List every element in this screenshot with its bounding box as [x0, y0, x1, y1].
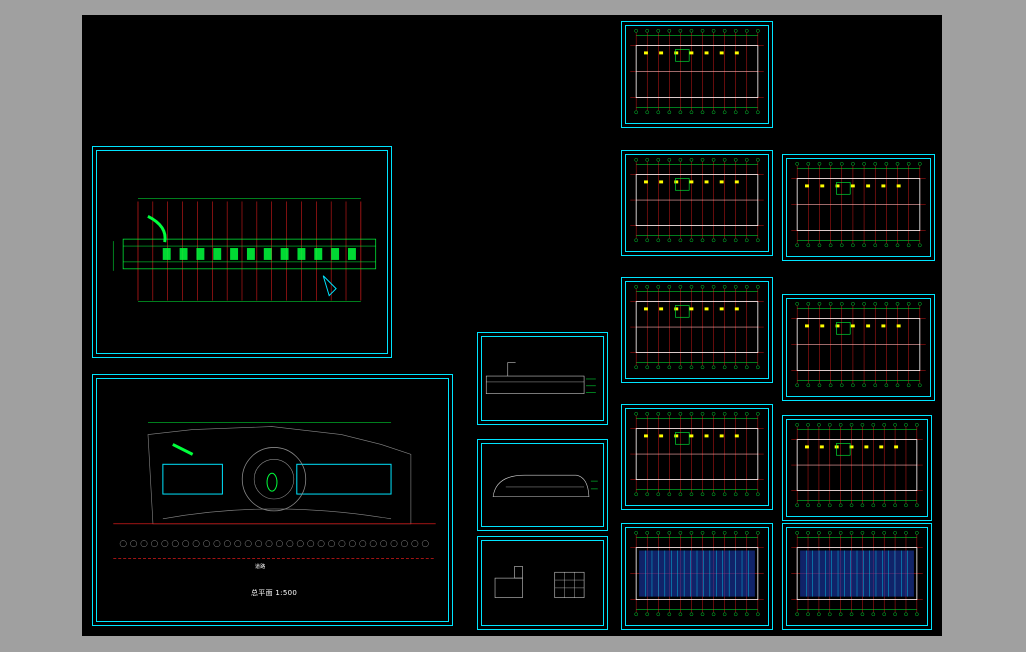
sheet-elevation-2[interactable]: [477, 439, 608, 531]
elevation-3-drawing: [494, 566, 585, 598]
sheet-plan-2[interactable]: [621, 150, 773, 256]
sheet-inner-frame: [96, 378, 449, 622]
elevation-1-drawing: [485, 362, 596, 394]
plan-8-drawing: [791, 423, 923, 508]
sheet-plan-5[interactable]: [621, 523, 773, 630]
sheet-site-plan[interactable]: 道路 总平面 1:500: [92, 374, 453, 626]
sheet-inner-frame: [481, 540, 604, 626]
site-road-label: 道路: [255, 564, 266, 570]
site-plan-drawing: [113, 422, 436, 559]
sheet-long-floor-plan[interactable]: [92, 146, 392, 358]
plan-1-drawing: [630, 29, 764, 115]
plan-6-drawing: [791, 162, 926, 248]
sheet-inner-frame: [786, 298, 931, 397]
sheet-plan-6[interactable]: [782, 154, 935, 261]
site-plan-caption: 总平面 1:500: [251, 589, 298, 597]
sheet-plan-4[interactable]: [621, 404, 773, 510]
sheet-inner-frame: [625, 25, 769, 124]
plan-3-drawing: [630, 285, 764, 370]
plan-4-drawing: [630, 412, 764, 497]
sheet-inner-frame: [625, 154, 769, 252]
sheet-inner-frame: [625, 527, 769, 626]
long-plan-drawing: [112, 198, 377, 302]
sheet-inner-frame: [786, 158, 931, 257]
sheet-plan-7[interactable]: [782, 294, 935, 401]
sheet-inner-frame: [786, 527, 928, 626]
sheet-plan-9[interactable]: [782, 523, 932, 630]
sheet-plan-1[interactable]: [621, 21, 773, 128]
sheet-plan-3[interactable]: [621, 277, 773, 383]
plan-2-drawing: [630, 158, 764, 243]
drawing-canvas[interactable]: 道路 总平面 1:500: [82, 15, 942, 636]
sheet-inner-frame: [625, 281, 769, 379]
sheet-elevation-1[interactable]: [477, 332, 608, 425]
sheet-inner-frame: [625, 408, 769, 506]
sheet-elevation-3[interactable]: [477, 536, 608, 630]
sheet-inner-frame: [96, 150, 388, 354]
plan-5-drawing: [630, 531, 764, 617]
plan-9-drawing: [791, 531, 923, 617]
plan-7-drawing: [791, 302, 926, 388]
sheet-plan-8[interactable]: [782, 415, 932, 521]
sheet-inner-frame: [481, 336, 604, 421]
sheet-inner-frame: [481, 443, 604, 527]
elevation-2-drawing: [492, 474, 598, 498]
sheet-inner-frame: [786, 419, 928, 517]
